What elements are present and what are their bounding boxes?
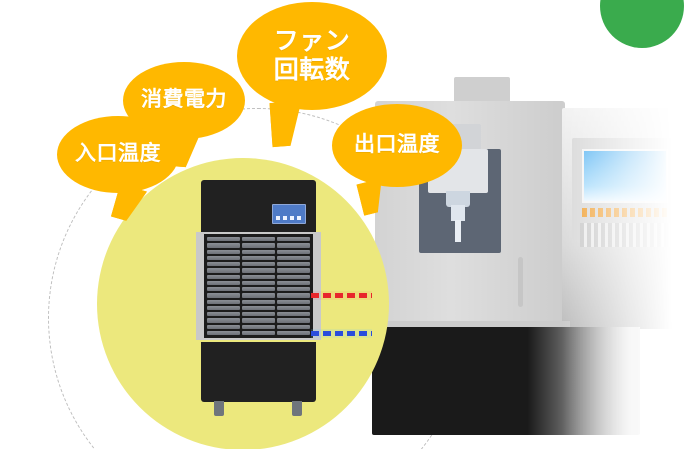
control-panel-softkeys xyxy=(582,208,668,217)
machine-chimney xyxy=(454,77,510,103)
control-panel-keypad xyxy=(580,223,670,247)
callout-tail xyxy=(169,132,201,168)
green-circle xyxy=(600,0,684,48)
cooling-unit-grill xyxy=(204,234,313,338)
callout-label: 消費電力 xyxy=(141,88,227,112)
machine-door-handle xyxy=(518,257,523,307)
cooling-unit xyxy=(196,180,321,416)
callout-label: 出口温度 xyxy=(354,133,440,157)
cooling-unit-leg-left xyxy=(214,401,224,416)
control-panel-screen xyxy=(582,149,668,203)
spindle-collar xyxy=(446,191,470,207)
cnc-machining-center xyxy=(372,77,691,437)
callout-outlet-temperature[interactable]: 出口温度 xyxy=(332,104,462,216)
callout-fan-speed[interactable]: ファン 回転数 xyxy=(237,2,387,148)
indicator-dot xyxy=(297,216,301,220)
indicator-dot xyxy=(290,216,294,220)
cold-supply-pipe xyxy=(311,329,372,338)
grill-column xyxy=(207,237,240,335)
cooling-unit-bottom-panel xyxy=(201,342,316,402)
spindle-shaft xyxy=(451,205,465,221)
hot-return-pipe xyxy=(311,291,372,300)
machine-base-fade xyxy=(372,327,640,435)
indicator-dot xyxy=(276,216,280,220)
machine-plinth xyxy=(375,321,570,331)
cooling-unit-leg-right xyxy=(292,401,302,416)
callout-power-consumption[interactable]: 消費電力 xyxy=(123,62,245,168)
grill-column xyxy=(277,237,310,335)
grill-column xyxy=(242,237,275,335)
callout-tail xyxy=(269,100,305,148)
cooling-unit-display xyxy=(272,204,306,224)
callout-label: 入口温度 xyxy=(75,142,161,166)
cooling-unit-display-indicators xyxy=(276,216,301,220)
indicator-dot xyxy=(283,216,287,220)
cutting-tool xyxy=(455,220,461,242)
callout-label: ファン 回転数 xyxy=(273,26,351,85)
